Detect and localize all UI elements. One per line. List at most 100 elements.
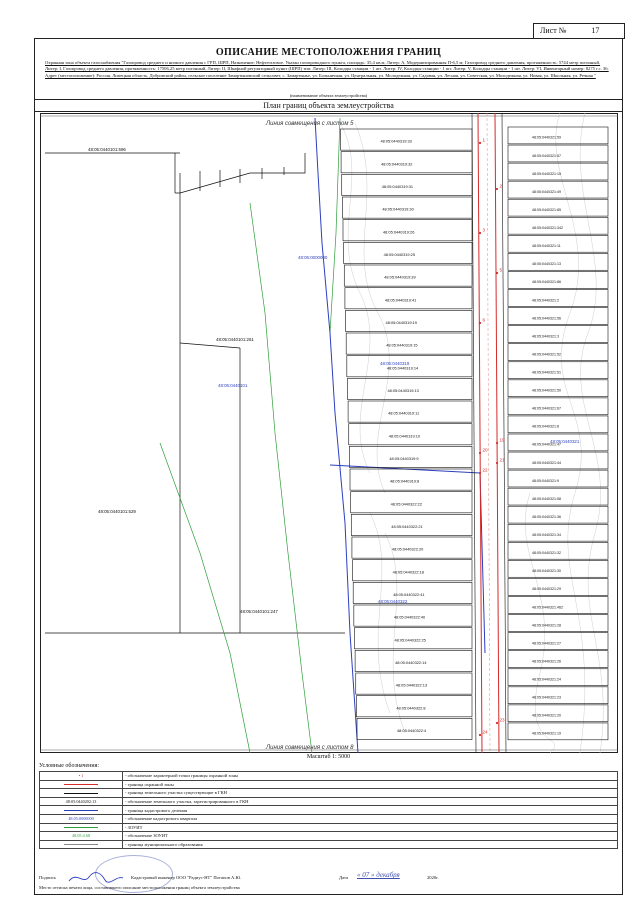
date-label: Дата	[339, 875, 349, 880]
date-value: « 07 » декабря	[357, 871, 400, 879]
parcel-strip	[507, 578, 609, 596]
boundary-point-label: 24	[483, 730, 489, 735]
parcel-label: 48:05:0440321:34	[532, 533, 561, 537]
parcel-strip	[507, 542, 609, 560]
legend-line-swatch	[64, 844, 98, 846]
legend-symbol	[39, 822, 123, 833]
parcel-strip	[507, 271, 609, 289]
parcel-label: 48:05:0440319:11	[388, 411, 419, 416]
parcel-label: 48:05:0440321:9	[532, 479, 559, 483]
parcel-label: 48:05:0440319:32	[381, 161, 412, 166]
boundary-point	[495, 721, 499, 725]
parcel-strip	[507, 686, 609, 704]
parcel-label: 48:05:0440321:26	[532, 659, 561, 663]
parcel-label: 48:05:0440322:25	[394, 637, 425, 642]
parcel-strip	[507, 397, 609, 416]
plan-title: План границ объекта землеустройства	[35, 99, 622, 112]
parcel-strip	[507, 596, 609, 614]
bottom-combination-note: Линия совмещения с листом 8	[265, 745, 354, 751]
parcel-strip	[341, 174, 473, 196]
boundary-point	[478, 733, 482, 737]
parcel-strip	[507, 668, 609, 686]
top-combination-note: Линия совмещения с листом 5	[265, 121, 354, 127]
parcel-label: 48:05:0440321:342	[532, 226, 563, 230]
quarter-label: 48:05:0000000	[298, 255, 328, 260]
parcel-label: 48:05:0440321:13	[532, 262, 561, 266]
parcel-label: 48:05:0440101:247	[240, 609, 278, 614]
parcel-strip	[350, 491, 473, 514]
legend-symbol: 48:05:0440202:13	[39, 796, 123, 807]
legend-line-swatch	[64, 827, 98, 829]
sheet-frame: ОПИСАНИЕ МЕСТОПОЛОЖЕНИЯ ГРАНИЦ Охранная …	[34, 38, 623, 895]
boundary-point	[478, 451, 482, 455]
parcel-label: 48:05:0440322:13	[396, 683, 427, 688]
boundary-point-label: 22	[483, 468, 489, 473]
parcel-label: 48:05:0440319:14	[387, 365, 419, 370]
quarter-label: 48:05:0440319	[380, 361, 410, 366]
boundary-point	[478, 141, 482, 145]
legend-symbol-text: 48:05:0440202:13	[65, 799, 97, 805]
parcel-strip	[507, 126, 609, 145]
parcel-strip	[344, 287, 473, 310]
legend-table: • 1 - обозначение характерной точки грани…	[39, 771, 618, 850]
legend-text: - граница муниципального образования	[122, 839, 618, 850]
parcel-strip	[342, 196, 473, 219]
parcel-label: 48:05:0440319:39	[384, 275, 415, 280]
parcel-label: 48:05:0440319:31	[382, 184, 413, 189]
boundary-point	[478, 321, 482, 325]
parcel-strip	[507, 379, 609, 397]
legend-text: - обозначение кадастрового квартала	[122, 813, 618, 824]
parcel-strip	[507, 144, 609, 163]
parcel-strip	[507, 235, 609, 253]
parcel-strip	[355, 672, 473, 695]
legend-symbol	[39, 839, 123, 850]
parcel-label: 48:05:0440319:15	[386, 343, 417, 348]
parcel-label: 48:05:0440321:3	[532, 334, 559, 338]
parcel-label: 48:05:0440319:13	[387, 388, 418, 393]
legend-text: - граница земельного участка существующи…	[122, 788, 618, 798]
parcel-label: 48:05:0440321:58	[532, 497, 561, 501]
parcel-label: 48:05:0440321:8	[532, 425, 559, 429]
boundary-point	[495, 187, 499, 191]
parcel-strip	[353, 604, 473, 627]
parcel-strip	[507, 162, 609, 181]
parcel-label: 48:05:0440319:41	[385, 297, 416, 302]
parcel-label: 48:05:0440319:25	[384, 252, 415, 257]
boundary-point-label: 19	[500, 438, 506, 443]
legend-symbol-text: 48:05:4.68	[71, 833, 91, 839]
parcel-strip	[507, 361, 609, 379]
parcel-strip	[340, 128, 473, 151]
parcel-strip	[507, 289, 609, 307]
parcel-strip	[507, 523, 609, 542]
parcel-strip	[507, 451, 609, 470]
parcel-label: 48:05:0440322:8	[396, 705, 425, 710]
parcel-label: 48:05:0440319:10	[389, 433, 421, 438]
parcel-label: 48:05:0440321:51	[532, 371, 561, 375]
parcel-label: 48:05:0440321:47	[532, 443, 561, 447]
legend-row: 48:05:0440202:13- обозначение земельного…	[39, 796, 618, 807]
parcel-strip	[348, 423, 473, 446]
parcel-label: 48:05:0440321:19	[532, 732, 561, 736]
parcel-strip	[507, 632, 609, 650]
legend-line-swatch	[64, 792, 98, 794]
object-caption: (наименование объекта землеустройства)	[289, 93, 368, 98]
legend-symbol: 48:05:0000000	[39, 813, 123, 824]
boundary-point-label: 2	[500, 184, 503, 189]
parcel-label: 48:05:0440321:462	[532, 605, 563, 609]
parcel-label: 48:05:0440322:40	[394, 615, 426, 620]
legend-symbol	[39, 805, 123, 815]
signature-row: Подпись Кадастровый инженер ООО "Радиус-…	[39, 871, 618, 885]
parcel-strip	[507, 469, 609, 488]
legend-text: - обозначение характерной точки границы …	[122, 771, 618, 781]
parcel-strip	[346, 355, 473, 378]
legend-symbol-text: 48:05:0000000	[68, 816, 94, 822]
parcel-label: 48:05:0440321:49	[532, 190, 561, 194]
parcel-strip	[345, 310, 473, 332]
plan-drawing: 48:05:0440101:59648:05:0440101:26148:05:…	[40, 112, 618, 754]
signature-label: Подпись	[39, 875, 56, 880]
parcel-strip	[507, 650, 609, 668]
quarter-label: 48:05:0440321	[550, 439, 580, 444]
legend-symbol-text: • 1	[78, 773, 84, 779]
legend-row: - граница охранной зоны	[39, 779, 618, 790]
